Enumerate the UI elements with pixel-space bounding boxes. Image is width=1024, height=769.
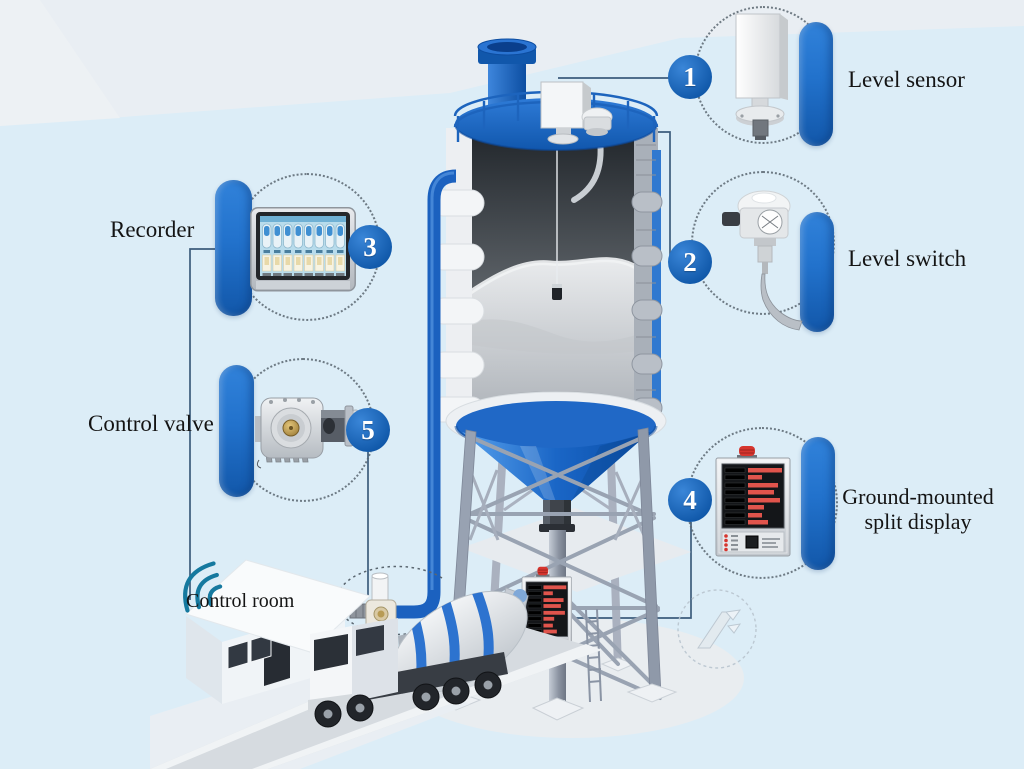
- badge-4: 4: [668, 478, 712, 522]
- label-control-valve: Control valve: [88, 411, 214, 436]
- callout-pill-recorder: [215, 180, 252, 316]
- discharge-pipe: [390, 169, 457, 619]
- callout-pill-control-valve: [219, 365, 254, 497]
- callout-pill-level-switch: [800, 212, 834, 332]
- ground-display-device: [710, 444, 796, 560]
- label-recorder: Recorder: [110, 217, 195, 242]
- label-ground-display-line2: split display: [864, 509, 972, 534]
- level-switch-on-silo: [581, 107, 613, 136]
- platform-slab: [461, 508, 691, 592]
- wifi-icon: [183, 561, 223, 613]
- label-level-switch: Level switch: [848, 246, 967, 271]
- badge-1: 1: [668, 55, 712, 99]
- silo-bottom-rim: [445, 391, 667, 453]
- badge-1-number: 1: [683, 61, 697, 92]
- level-switch-device: [718, 186, 810, 336]
- badge-4-number: 4: [683, 484, 697, 515]
- label-ground-display: Ground-mounted split display: [838, 484, 998, 534]
- level-sensor-on-silo: [540, 81, 591, 145]
- badge-2-number: 2: [683, 246, 697, 277]
- badge-2: 2: [668, 240, 712, 284]
- label-control-room: Control room: [186, 590, 295, 612]
- mixer-truck: [308, 587, 529, 728]
- level-sensor-device: [722, 8, 806, 142]
- badge-3: 3: [348, 225, 392, 269]
- control-valve-device: [251, 390, 361, 470]
- callout-pill-ground-display: [801, 437, 835, 570]
- silo-top: [453, 81, 659, 151]
- control-room-building: [185, 559, 371, 704]
- badge-5-number: 5: [361, 414, 375, 445]
- recorder-device: [250, 207, 356, 295]
- label-ground-display-line1: Ground-mounted: [842, 484, 994, 509]
- watermark-logo: [677, 589, 757, 669]
- callout-pill-level-sensor: [799, 22, 833, 146]
- label-level-sensor: Level sensor: [848, 67, 965, 92]
- badge-5: 5: [346, 408, 390, 452]
- badge-3-number: 3: [363, 231, 377, 262]
